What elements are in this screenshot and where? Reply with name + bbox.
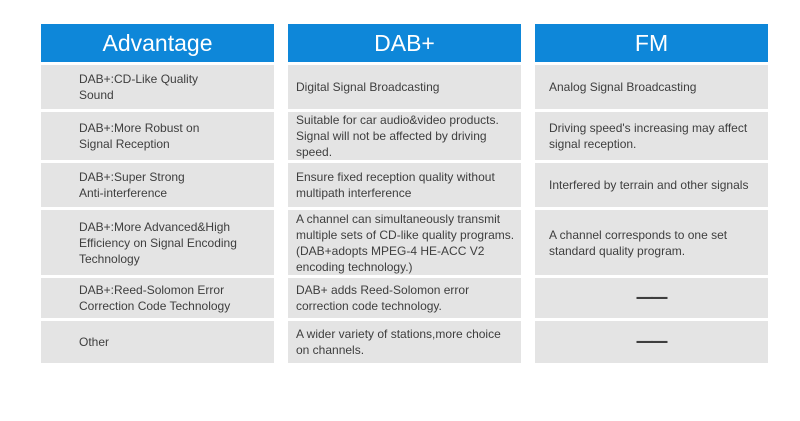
cell-fm-dash: —— — [535, 278, 768, 318]
cell-advantage: DAB+:CD-Like Quality Sound — [41, 65, 274, 109]
column-header-fm: FM — [535, 24, 768, 62]
cell-fm: Analog Signal Broadcasting — [535, 65, 768, 109]
cell-fm: Driving speed's increasing may affect si… — [535, 112, 768, 160]
table-row: DAB+:Super Strong Anti-interference Ensu… — [41, 163, 768, 207]
comparison-table: Advantage DAB+ FM DAB+:CD-Like Quality S… — [41, 24, 768, 363]
cell-dab: Ensure fixed reception quality without m… — [288, 163, 521, 207]
cell-advantage: DAB+:Super Strong Anti-interference — [41, 163, 274, 207]
cell-fm: A channel corresponds to one set standar… — [535, 210, 768, 275]
cell-advantage: DAB+:More Robust on Signal Reception — [41, 112, 274, 160]
table-header-row: Advantage DAB+ FM — [41, 24, 768, 62]
table-row: DAB+:CD-Like Quality Sound Digital Signa… — [41, 65, 768, 109]
cell-dab: Digital Signal Broadcasting — [288, 65, 521, 109]
cell-dab: A wider variety of stations,more choice … — [288, 321, 521, 363]
column-header-dab: DAB+ — [288, 24, 521, 62]
cell-advantage: DAB+:Reed-Solomon Error Correction Code … — [41, 278, 274, 318]
table-row: DAB+:More Robust on Signal Reception Sui… — [41, 112, 768, 160]
cell-fm: Interfered by terrain and other signals — [535, 163, 768, 207]
table-row: DAB+:More Advanced&High Efficiency on Si… — [41, 210, 768, 275]
table-row: Other A wider variety of stations,more c… — [41, 321, 768, 363]
cell-advantage: DAB+:More Advanced&High Efficiency on Si… — [41, 210, 274, 275]
cell-fm-dash: —— — [535, 321, 768, 363]
cell-dab: Suitable for car audio&video products. S… — [288, 112, 521, 160]
cell-advantage: Other — [41, 321, 274, 363]
cell-dab: A channel can simultaneously transmit mu… — [288, 210, 521, 275]
cell-dab: DAB+ adds Reed-Solomon error correction … — [288, 278, 521, 318]
table-row: DAB+:Reed-Solomon Error Correction Code … — [41, 278, 768, 318]
column-header-advantage: Advantage — [41, 24, 274, 62]
